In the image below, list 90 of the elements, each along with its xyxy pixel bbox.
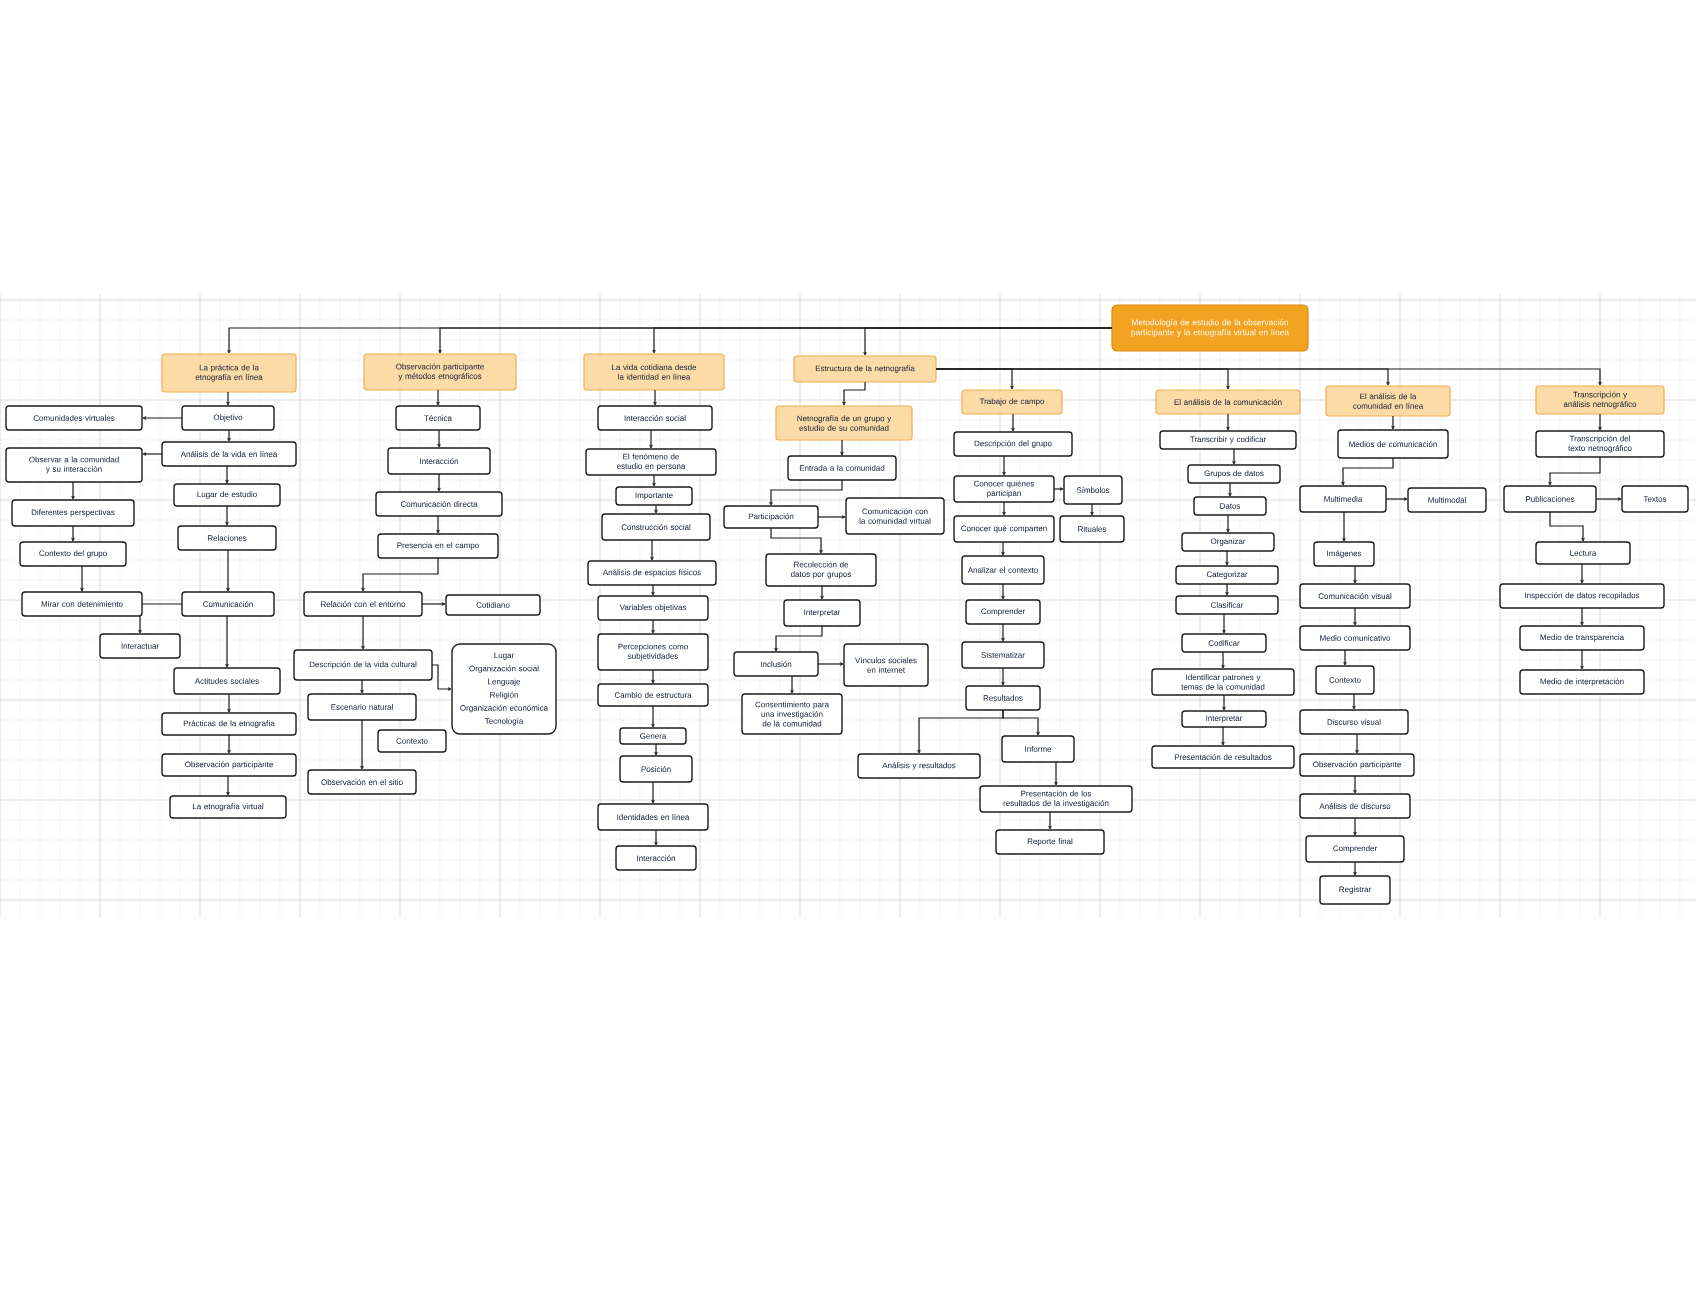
arrow xyxy=(863,327,1113,356)
arrow xyxy=(1002,455,1006,476)
arrow xyxy=(840,439,844,456)
arrow xyxy=(1580,563,1584,584)
arrow xyxy=(1228,482,1232,497)
arrow xyxy=(817,662,844,666)
arrow xyxy=(1002,709,1040,736)
arrow xyxy=(654,743,658,756)
arrow xyxy=(842,381,866,406)
arrow xyxy=(1011,413,1015,432)
arrow xyxy=(225,465,229,484)
arrow xyxy=(437,473,441,492)
arrow xyxy=(360,679,364,694)
arrow xyxy=(1001,583,1005,600)
arrow xyxy=(649,429,653,449)
arrow xyxy=(436,515,440,534)
arrow xyxy=(227,429,231,442)
arrow xyxy=(225,505,229,526)
arrow xyxy=(1353,861,1357,876)
arrow xyxy=(142,452,163,456)
arrow xyxy=(1580,649,1584,670)
arrow xyxy=(1353,607,1357,626)
arrow xyxy=(360,719,364,770)
arrow xyxy=(1002,501,1006,516)
arrow xyxy=(1221,726,1225,746)
arrow xyxy=(226,775,230,796)
arrow xyxy=(1048,811,1052,830)
arrow xyxy=(431,664,452,691)
arrow xyxy=(1385,497,1408,501)
arrow xyxy=(1580,607,1584,626)
arrow xyxy=(654,829,658,846)
arrow xyxy=(225,615,229,668)
arrow xyxy=(1352,693,1356,710)
arrow xyxy=(1341,457,1394,486)
arrow xyxy=(226,549,230,592)
arrow xyxy=(1221,651,1225,669)
arrow xyxy=(1342,511,1346,542)
arrow xyxy=(1226,514,1230,533)
arrow xyxy=(651,669,655,684)
arrow xyxy=(770,527,823,554)
arrow xyxy=(421,602,446,606)
arrow xyxy=(71,481,75,500)
arrow xyxy=(1343,649,1347,666)
arrow xyxy=(226,391,230,406)
arrow xyxy=(1353,775,1357,794)
arrow xyxy=(1598,413,1602,431)
arrow xyxy=(80,565,84,592)
arrow xyxy=(1001,667,1005,686)
arrow xyxy=(769,479,843,506)
arrow xyxy=(1001,623,1005,642)
arrow xyxy=(654,504,658,514)
arrow xyxy=(1090,503,1094,516)
arrow xyxy=(361,557,439,592)
arrow xyxy=(1222,694,1226,711)
arrow xyxy=(1001,541,1005,556)
arrow xyxy=(651,584,655,596)
arrow xyxy=(1232,448,1236,465)
arrow xyxy=(790,675,794,694)
arrow xyxy=(1353,565,1357,584)
arrow xyxy=(71,525,75,542)
arrow xyxy=(817,515,846,519)
arrow xyxy=(437,429,441,448)
arrow xyxy=(436,389,440,406)
arrow xyxy=(1391,415,1395,430)
arrow xyxy=(651,781,655,804)
connector-line xyxy=(141,603,183,605)
arrow xyxy=(1355,733,1359,754)
arrow xyxy=(227,693,231,713)
arrow xyxy=(1548,456,1601,486)
arrow xyxy=(774,625,823,652)
arrow xyxy=(820,585,824,600)
arrow xyxy=(1595,497,1622,501)
arrow xyxy=(361,615,365,650)
arrow xyxy=(1226,413,1230,431)
arrow xyxy=(1222,613,1226,634)
arrow xyxy=(1054,761,1058,786)
arrow xyxy=(1053,487,1064,491)
arrow xyxy=(935,368,1602,386)
arrow xyxy=(1225,550,1229,566)
arrow xyxy=(653,389,657,406)
arrow xyxy=(1353,817,1357,836)
arrow xyxy=(138,615,142,634)
arrow xyxy=(652,474,656,487)
arrow xyxy=(227,734,231,754)
arrow xyxy=(1549,511,1585,542)
arrow xyxy=(650,539,654,561)
arrow xyxy=(1225,583,1229,596)
arrow xyxy=(651,705,655,728)
arrow xyxy=(651,619,655,634)
arrow xyxy=(142,416,183,420)
